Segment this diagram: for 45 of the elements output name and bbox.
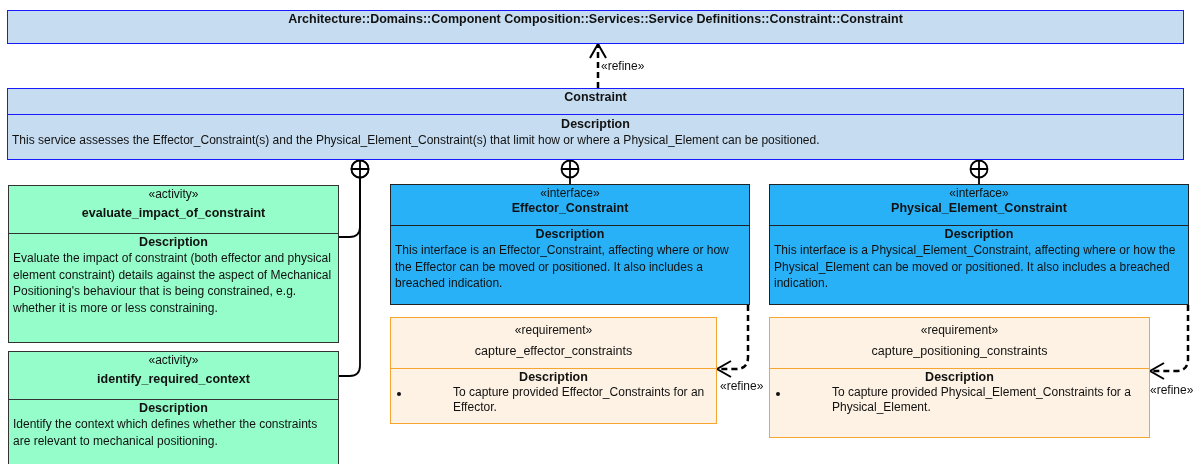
description-text: This interface is an Effector_Constraint, affecting where or how the Effector can be moved or positioned. It also includes a breached indication. <box>395 242 730 292</box>
containment-line <box>560 159 580 185</box>
description-text: This interface is a Physical_Element_Constraint, affecting where or how the Physical_Element can be moved or positioned. It also includes a breached indication. <box>774 242 1177 292</box>
refine-arrow <box>589 43 607 88</box>
description-text: To capture provided Effector_Constraints for an Effector. <box>453 385 706 415</box>
section-heading: Description <box>560 117 631 132</box>
edge-label: «refine» <box>720 380 764 393</box>
stereotype-label: «interface» <box>539 186 601 201</box>
activity-block <box>8 351 339 464</box>
containment-line <box>969 159 989 185</box>
interface-block <box>769 184 1189 305</box>
block-name: Architecture::Domains::Component Composition::Services::Service Definitions::Constraint::Constraint <box>287 12 904 27</box>
description-text: This service assesses the Effector_Constraint(s) and the Physical_Element_Constraint(s) that limit how or where a Physical_Element can be positioned. <box>12 132 821 149</box>
block-name: identify_required_context <box>96 372 251 387</box>
containment-line <box>338 159 370 377</box>
stereotype-label: «requirement» <box>919 323 1000 338</box>
package-frame <box>7 10 1184 44</box>
section-heading: Description <box>138 235 209 250</box>
stereotype-label: «activity» <box>147 187 200 202</box>
service-block <box>7 88 1184 160</box>
edge-label: «refine» <box>601 60 645 73</box>
section-heading: Description <box>943 227 1015 242</box>
stereotype-label: «interface» <box>948 186 1010 201</box>
interface-block <box>390 184 750 305</box>
edge-label: «refine» <box>1150 384 1194 397</box>
activity-block <box>8 185 339 343</box>
block-name: Constraint <box>563 90 628 105</box>
description-text: Evaluate the impact of constraint (both effector and physical element constraint) details against the aspect of Mechanical Positioning's behaviour that is being constrained, e.g. whether it is more or less constraining. <box>13 250 333 316</box>
description-text: Identify the context which defines whether the constraints are relevant to mechanical positioning. <box>13 416 319 449</box>
requirement-block <box>769 317 1150 438</box>
requirement-block <box>390 317 717 424</box>
section-heading: Description <box>138 401 209 416</box>
block-name: capture_effector_constraints <box>473 344 634 359</box>
block-name: capture_positioning_constraints <box>870 344 1049 359</box>
block-name: Effector_Constraint <box>510 201 630 216</box>
description-text: To capture provided Physical_Element_Constraints for a Physical_Element. <box>832 385 1132 415</box>
refine-arrow <box>1149 305 1190 380</box>
block-name: evaluate_impact_of_constraint <box>80 206 267 221</box>
refine-arrow <box>716 305 750 378</box>
section-heading: Description <box>924 370 995 385</box>
stereotype-label: «requirement» <box>513 323 594 338</box>
section-heading: Description <box>518 370 589 385</box>
block-name: Physical_Element_Constraint <box>890 201 1068 216</box>
stereotype-label: «activity» <box>147 353 200 368</box>
section-heading: Description <box>534 227 606 242</box>
